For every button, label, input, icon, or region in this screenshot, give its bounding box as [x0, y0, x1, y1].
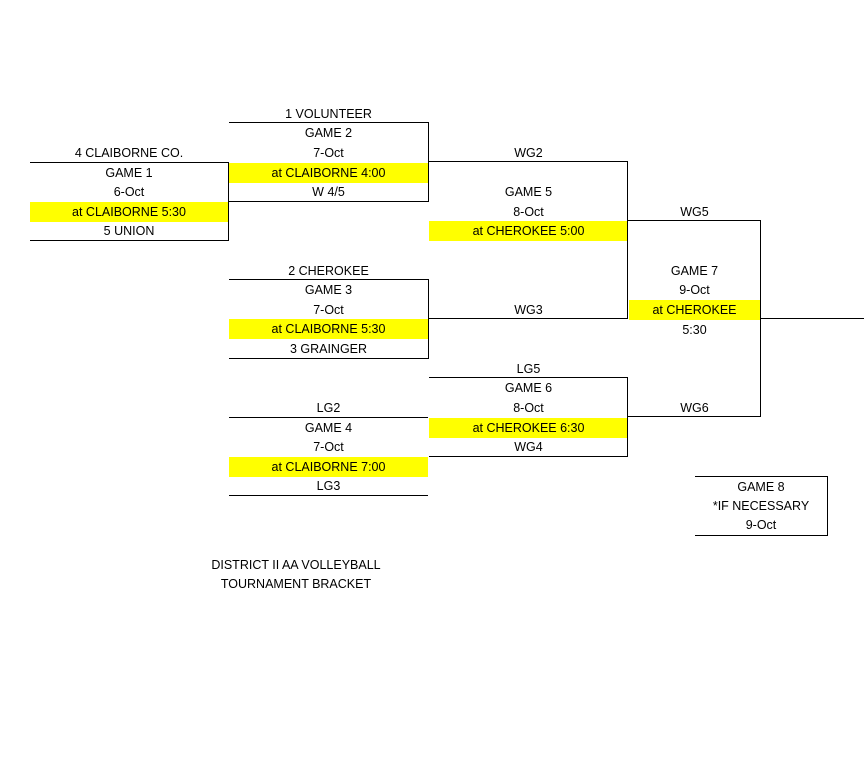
game5-top-team: WG2: [514, 146, 543, 160]
game2-vertical-line: [428, 122, 429, 202]
game4-location: at CLAIBORNE 7:00: [229, 457, 428, 477]
game1-game-label: GAME 1: [105, 166, 153, 180]
game3-bottom-team: 3 GRAINGER: [289, 342, 368, 356]
game6-top-line: [429, 377, 628, 378]
game6-game-label: GAME 6: [504, 381, 553, 395]
game8-bottom-line: [695, 535, 828, 536]
game2-top-line: [229, 122, 428, 123]
game6-bottom-team: WG4: [514, 440, 543, 454]
game8-note: *IF NECESSARY: [712, 499, 810, 513]
game2-bottom-team: W 4/5: [312, 185, 345, 199]
game6-bottom-line: [429, 456, 628, 457]
game5-bottom-team: WG3: [514, 303, 543, 317]
game8-vertical-line: [827, 476, 828, 535]
game7-bottom-team: WG6: [680, 401, 709, 415]
game2-game-label: GAME 2: [304, 126, 353, 140]
game4-bottom-team: LG3: [316, 479, 341, 493]
game5-vertical-line: [627, 161, 628, 319]
caption-line2: TOURNAMENT BRACKET: [220, 577, 372, 591]
game8-top-line: [695, 476, 827, 477]
game3-game-label: GAME 3: [304, 283, 353, 297]
game3-location: at CLAIBORNE 5:30: [229, 319, 428, 339]
game7-top-line: [628, 220, 761, 221]
game1-top-team: 4 CLAIBORNE CO.: [74, 146, 184, 160]
game6-vertical-line: [627, 377, 628, 457]
game4-date: 7-Oct: [313, 440, 344, 454]
game4-top-team: LG2: [316, 401, 341, 415]
game3-vertical-line: [428, 279, 429, 359]
game8-date: 9-Oct: [745, 518, 777, 532]
game5-bottom-line: [429, 318, 628, 319]
caption-line1: DISTRICT II AA VOLLEYBALL: [211, 558, 381, 572]
game3-top-line: [229, 279, 428, 280]
game5-game-label: GAME 5: [504, 185, 553, 199]
game6-date: 8-Oct: [513, 401, 544, 415]
game2-top-team: 1 VOLUNTEER: [285, 107, 372, 121]
game5-top-line: [429, 161, 628, 162]
game3-bottom-line: [229, 358, 428, 359]
game2-date: 7-Oct: [313, 146, 344, 160]
game2-bottom-line: [229, 201, 428, 202]
game7-game-label: GAME 7: [670, 264, 719, 278]
game2-location: at CLAIBORNE 4:00: [229, 163, 428, 183]
game1-top-line: [30, 162, 228, 163]
game5-date: 8-Oct: [513, 205, 544, 219]
game5-location: at CHEROKEE 5:00: [429, 221, 628, 241]
game7-top-team: WG5: [680, 205, 709, 219]
game3-top-team: 2 CHEROKEE: [288, 264, 369, 278]
game1-date: 6-Oct: [113, 185, 145, 199]
game7-time: 5:30: [682, 323, 707, 337]
game1-vertical-line: [228, 162, 229, 241]
game7-bottom-line: [628, 416, 761, 417]
game7-location: at CHEROKEE: [629, 300, 760, 320]
game1-location: at CLAIBORNE 5:30: [30, 202, 228, 222]
game8-game-label: GAME 8: [737, 480, 785, 494]
game4-game-label: GAME 4: [304, 421, 353, 435]
game3-date: 7-Oct: [313, 303, 344, 317]
game4-top-line: [229, 417, 428, 418]
game6-top-team: LG5: [516, 362, 541, 376]
game1-bottom-line: [30, 240, 229, 241]
champion-line: [761, 318, 864, 319]
game7-date: 9-Oct: [679, 283, 710, 297]
game7-vertical-line: [760, 220, 761, 417]
game6-location: at CHEROKEE 6:30: [429, 418, 628, 438]
game4-bottom-line: [229, 495, 428, 496]
game1-bottom-team: 5 UNION: [103, 224, 155, 238]
